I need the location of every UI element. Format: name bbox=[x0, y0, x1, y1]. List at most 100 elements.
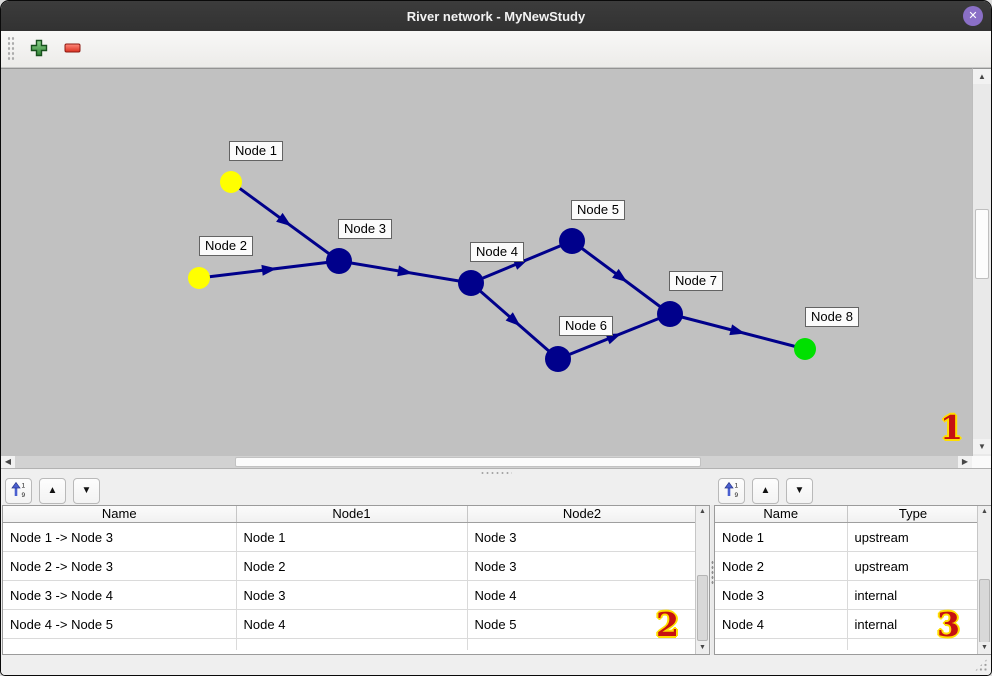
table-cell[interactable]: Node 5 bbox=[467, 609, 698, 639]
table-cell[interactable]: Node 4 -> Node 5 bbox=[3, 609, 237, 639]
node-label[interactable]: Node 3 bbox=[338, 219, 392, 239]
up-triangle-icon: ▲ bbox=[47, 484, 58, 496]
splitter-handle-icon bbox=[480, 471, 512, 475]
node-label[interactable]: Node 8 bbox=[805, 307, 859, 327]
window-title: River network - MyNewStudy bbox=[406, 8, 586, 24]
move-down-button[interactable]: ▼ bbox=[73, 477, 100, 504]
node-label[interactable]: Node 5 bbox=[571, 200, 625, 220]
scroll-up-icon[interactable]: ▲ bbox=[696, 506, 709, 518]
canvas-vertical-scrollbar[interactable]: ▲ ▼ bbox=[972, 68, 991, 456]
scroll-up-icon[interactable]: ▲ bbox=[978, 506, 991, 518]
node-label[interactable]: Node 2 bbox=[199, 236, 253, 256]
edge-arrow-icon bbox=[397, 265, 413, 277]
sort-ascending-icon: 1 9 bbox=[723, 481, 740, 501]
table-cell[interactable]: Node 4 bbox=[467, 580, 698, 610]
scroll-right-icon[interactable]: ▶ bbox=[958, 456, 972, 468]
graph-node[interactable] bbox=[657, 301, 683, 327]
add-button[interactable] bbox=[25, 37, 53, 62]
horizontal-scroll-thumb[interactable] bbox=[235, 457, 701, 467]
graph-node[interactable] bbox=[559, 228, 585, 254]
links-table-scrollbar[interactable]: ▲ ▼ bbox=[695, 506, 709, 654]
table-cell[interactable]: Node 4 bbox=[236, 609, 468, 639]
table-cell[interactable]: Node 3 bbox=[467, 522, 698, 552]
edge-arrow-icon bbox=[261, 264, 277, 276]
scroll-down-icon[interactable]: ▼ bbox=[978, 642, 991, 654]
remove-button[interactable] bbox=[59, 40, 87, 59]
scroll-down-icon[interactable]: ▼ bbox=[696, 642, 709, 654]
graph-node[interactable] bbox=[794, 338, 816, 360]
column-header[interactable]: Type bbox=[847, 506, 980, 523]
column-header[interactable]: Node1 bbox=[236, 506, 468, 523]
node-label[interactable]: Node 6 bbox=[559, 316, 613, 336]
move-down-button[interactable]: ▼ bbox=[786, 477, 813, 504]
graph-node[interactable] bbox=[545, 346, 571, 372]
table-cell[interactable]: Node 2 bbox=[236, 551, 468, 581]
pane-splitter[interactable] bbox=[1, 468, 991, 475]
nodes-table-scrollbar[interactable]: ▲ ▼ bbox=[977, 506, 991, 654]
svg-text:9: 9 bbox=[22, 492, 26, 498]
titlebar[interactable]: River network - MyNewStudy ✕ bbox=[1, 1, 991, 31]
table-cell[interactable]: Node 3 -> Node 4 bbox=[3, 580, 237, 610]
scroll-down-icon[interactable]: ▼ bbox=[973, 439, 991, 454]
sort-button[interactable]: 1 9 bbox=[5, 477, 32, 504]
edge-arrow-icon bbox=[605, 333, 622, 345]
move-up-button[interactable]: ▲ bbox=[752, 477, 779, 504]
down-triangle-icon: ▼ bbox=[81, 484, 92, 496]
table-cell[interactable]: Node 3 bbox=[467, 551, 698, 581]
table-cell[interactable]: Node 1 bbox=[715, 522, 848, 552]
table-splitter[interactable] bbox=[711, 505, 714, 655]
table-cell[interactable]: Node 2 bbox=[715, 551, 848, 581]
node-label[interactable]: Node 1 bbox=[229, 141, 283, 161]
close-button[interactable]: ✕ bbox=[963, 6, 983, 26]
scroll-left-icon[interactable]: ◀ bbox=[1, 456, 15, 468]
column-header[interactable]: Node2 bbox=[467, 506, 698, 523]
table-cell[interactable]: upstream bbox=[847, 551, 980, 581]
sort-button[interactable]: 1 9 bbox=[718, 477, 745, 504]
column-header[interactable]: Name bbox=[3, 506, 237, 523]
network-canvas[interactable]: Node 1 Node 2 Node 3 Node 4 Node 5 Node 6 Node… bbox=[1, 68, 972, 456]
vertical-scroll-thumb[interactable] bbox=[975, 209, 989, 279]
table-cell[interactable]: Node 3 bbox=[715, 580, 848, 610]
graph-node[interactable] bbox=[326, 248, 352, 274]
minus-icon bbox=[64, 42, 82, 57]
toolbar-drag-handle[interactable] bbox=[7, 36, 15, 62]
table-cell[interactable]: internal bbox=[847, 609, 980, 639]
graph-node[interactable] bbox=[220, 171, 242, 193]
node-label[interactable]: Node 4 bbox=[470, 242, 524, 262]
table-cell[interactable]: Node 1 -> Node 3 bbox=[3, 522, 237, 552]
table-cell[interactable]: Node 4 bbox=[715, 609, 848, 639]
table-cell[interactable]: Node 3 bbox=[236, 580, 468, 610]
links-scroll-thumb[interactable] bbox=[697, 575, 708, 641]
move-up-button[interactable]: ▲ bbox=[39, 477, 66, 504]
status-bar bbox=[1, 655, 991, 675]
table-cell[interactable]: Node 1 bbox=[236, 522, 468, 552]
edge-arrow-icon bbox=[612, 268, 628, 283]
table-cell[interactable]: internal bbox=[847, 580, 980, 610]
edge-arrow-icon bbox=[505, 312, 521, 327]
table-cell[interactable]: Node 2 -> Node 3 bbox=[3, 551, 237, 581]
graph-node[interactable] bbox=[458, 270, 484, 296]
node-label[interactable]: Node 7 bbox=[669, 271, 723, 291]
column-header[interactable]: Name bbox=[715, 506, 848, 523]
down-triangle-icon: ▼ bbox=[794, 484, 805, 496]
river-network-graph bbox=[188, 171, 816, 372]
resize-grip[interactable] bbox=[974, 658, 988, 672]
main-toolbar bbox=[1, 31, 991, 68]
canvas-horizontal-scrollbar[interactable]: ◀ ▶ bbox=[1, 456, 972, 468]
graph-node[interactable] bbox=[188, 267, 210, 289]
table-cell[interactable]: upstream bbox=[847, 522, 980, 552]
nodes-scroll-thumb[interactable] bbox=[979, 579, 990, 643]
scroll-up-icon[interactable]: ▲ bbox=[973, 69, 991, 84]
